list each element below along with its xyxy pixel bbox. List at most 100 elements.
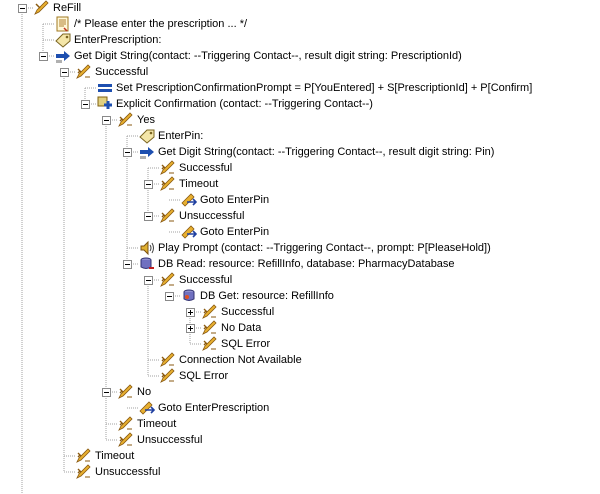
tree-node-label: SQL Error — [179, 370, 229, 382]
tree-node[interactable]: Successful — [0, 64, 600, 80]
collapse-toggle[interactable] — [18, 4, 27, 13]
tree-node[interactable]: Unsuccessful — [0, 432, 600, 448]
tree-node-label: No — [137, 386, 152, 398]
tree-node[interactable]: ReFill — [0, 0, 600, 16]
tree-node[interactable]: Unsuccessful — [0, 464, 600, 480]
branch-icon — [160, 176, 176, 192]
explicit-confirmation-icon — [97, 96, 113, 112]
branch-icon — [160, 208, 176, 224]
action-icon — [34, 0, 50, 16]
set-icon — [97, 80, 113, 96]
comment-icon — [55, 16, 71, 32]
tree-node-label: EnterPin: — [158, 130, 204, 142]
collapse-toggle[interactable] — [165, 292, 174, 301]
branch-icon — [160, 160, 176, 176]
speaker-icon — [139, 240, 155, 256]
collapse-toggle[interactable] — [60, 68, 69, 77]
tree-node[interactable]: Successful — [0, 272, 600, 288]
branch-icon — [76, 464, 92, 480]
tree-node[interactable]: EnterPin: — [0, 128, 600, 144]
expand-toggle[interactable] — [186, 308, 195, 317]
tree-node[interactable]: SQL Error — [0, 368, 600, 384]
label-icon — [139, 128, 155, 144]
branch-icon — [160, 272, 176, 288]
tree-node-label: Successful — [179, 162, 233, 174]
tree-node-label: Explicit Confirmation (contact: --Trigge… — [116, 98, 373, 110]
tree-node[interactable]: Unsuccessful — [0, 208, 600, 224]
tree-node-label: EnterPrescription: — [74, 34, 162, 46]
branch-icon — [202, 320, 218, 336]
tree-node[interactable]: EnterPrescription: — [0, 32, 600, 48]
tree-node-label: No Data — [221, 322, 262, 334]
collapse-toggle[interactable] — [81, 100, 90, 109]
tree-node-label: Set PrescriptionConfirmationPrompt = P[Y… — [116, 82, 533, 94]
tree-node[interactable]: SQL Error — [0, 336, 600, 352]
tree-node[interactable]: No — [0, 384, 600, 400]
branch-icon — [160, 368, 176, 384]
branch-icon — [118, 416, 134, 432]
tree-node[interactable]: Timeout — [0, 416, 600, 432]
tree-node-label: Timeout — [179, 178, 219, 190]
tree-node-label: ReFill — [53, 2, 82, 14]
collapse-toggle[interactable] — [102, 388, 111, 397]
tree-node[interactable]: Play Prompt (contact: --Triggering Conta… — [0, 240, 600, 256]
collapse-toggle[interactable] — [144, 180, 153, 189]
tree-node-label: DB Get: resource: RefillInfo — [200, 290, 334, 302]
collapse-toggle[interactable] — [102, 116, 111, 125]
tree-node[interactable]: DB Get: resource: RefillInfo — [0, 288, 600, 304]
tree-node-label: Unsuccessful — [137, 434, 203, 446]
tree-node[interactable]: Timeout — [0, 448, 600, 464]
collapse-toggle[interactable] — [144, 276, 153, 285]
branch-icon — [202, 304, 218, 320]
tree-node[interactable]: /* Please enter the prescription ... */ — [0, 16, 600, 32]
tree-node-label: Connection Not Available — [179, 354, 302, 366]
tree-node-label: SQL Error — [221, 338, 271, 350]
tree-node[interactable]: Goto EnterPin — [0, 192, 600, 208]
branch-icon — [118, 112, 134, 128]
tree-node-label: Goto EnterPrescription — [158, 402, 270, 414]
branch-icon — [118, 384, 134, 400]
tree-node[interactable]: Goto EnterPrescription — [0, 400, 600, 416]
tree-node[interactable]: Yes — [0, 112, 600, 128]
tree-node-label: Get Digit String(contact: --Triggering C… — [158, 146, 495, 158]
tree-node-label: Successful — [95, 66, 149, 78]
goto-icon — [139, 400, 156, 416]
tree-node-label: Timeout — [137, 418, 177, 430]
tree-node-label: Yes — [137, 114, 155, 126]
tree-node-label: Goto EnterPin — [200, 194, 270, 206]
tree-node-label: Successful — [221, 306, 275, 318]
tree-node[interactable]: No Data — [0, 320, 600, 336]
get-digit-string-icon — [139, 144, 155, 160]
tree-node-label: Goto EnterPin — [200, 226, 270, 238]
collapse-toggle[interactable] — [144, 212, 153, 221]
tree-node[interactable]: Set PrescriptionConfirmationPrompt = P[Y… — [0, 80, 600, 96]
tree-node[interactable]: Get Digit String(contact: --Triggering C… — [0, 144, 600, 160]
tree-node-label: Timeout — [95, 450, 135, 462]
label-icon — [55, 32, 71, 48]
collapse-toggle[interactable] — [123, 148, 132, 157]
tree-node-label: Successful — [179, 274, 233, 286]
tree-node[interactable]: Goto EnterPin — [0, 224, 600, 240]
tree-node-label: Get Digit String(contact: --Triggering C… — [74, 50, 462, 62]
tree-node-label: Unsuccessful — [179, 210, 245, 222]
branch-icon — [118, 432, 134, 448]
tree-node[interactable]: Get Digit String(contact: --Triggering C… — [0, 48, 600, 64]
db-get-icon — [181, 288, 197, 304]
branch-icon — [76, 448, 92, 464]
expand-toggle[interactable] — [186, 324, 195, 333]
db-read-icon — [139, 256, 155, 272]
tree-node[interactable]: Explicit Confirmation (contact: --Trigge… — [0, 96, 600, 112]
tree-node[interactable]: Successful — [0, 160, 600, 176]
tree-node-label: Unsuccessful — [95, 466, 161, 478]
collapse-toggle[interactable] — [123, 260, 132, 269]
tree-node[interactable]: Timeout — [0, 176, 600, 192]
branch-icon — [76, 64, 92, 80]
tree-node-label: /* Please enter the prescription ... */ — [74, 18, 248, 30]
branch-icon — [202, 336, 218, 352]
tree-node[interactable]: DB Read: resource: RefillInfo, database:… — [0, 256, 600, 272]
tree-node[interactable]: Successful — [0, 304, 600, 320]
collapse-toggle[interactable] — [39, 52, 48, 61]
tree-node[interactable]: Connection Not Available — [0, 352, 600, 368]
